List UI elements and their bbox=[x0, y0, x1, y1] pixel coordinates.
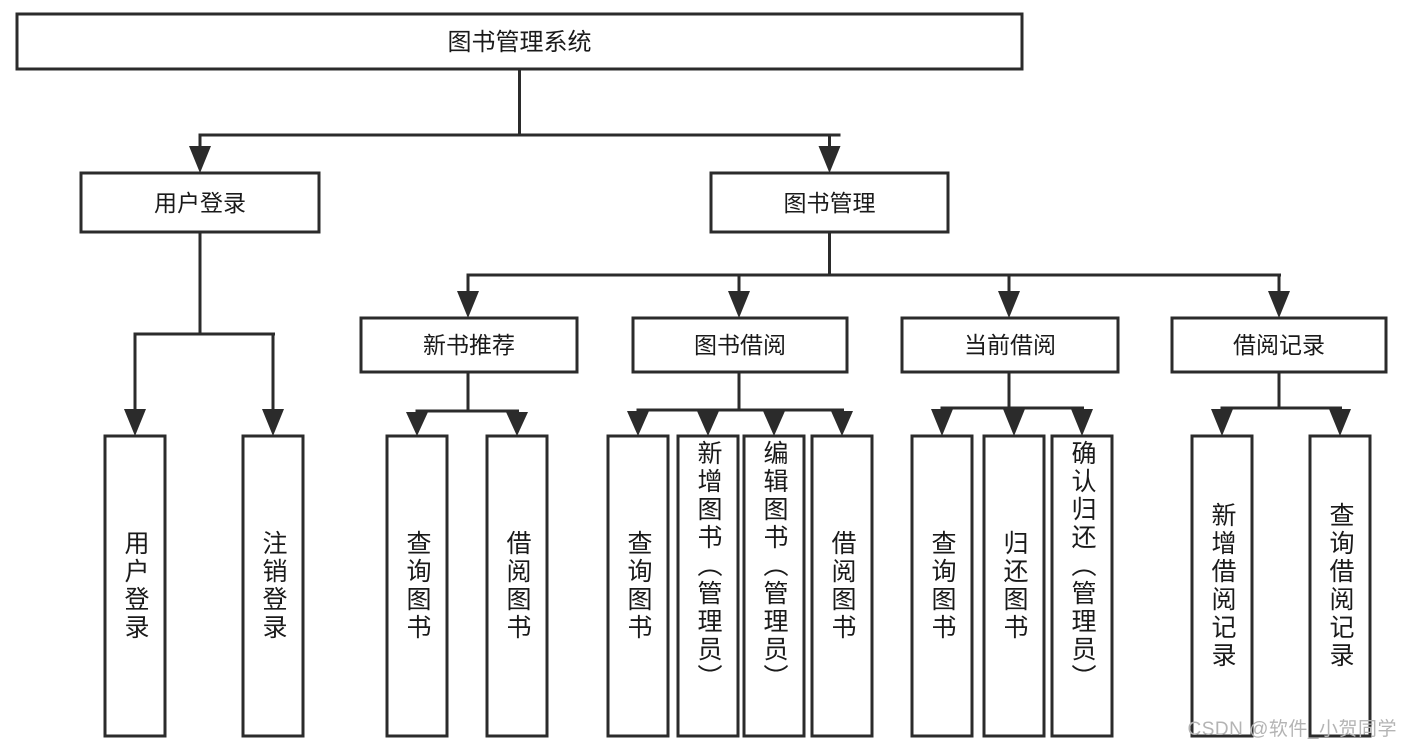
arrow-to-leaf-query-book-2 bbox=[627, 411, 649, 436]
arrow-to-leaf-user-login bbox=[124, 409, 146, 436]
arrow-to-leaf-borrow-book-2 bbox=[831, 411, 853, 436]
arrow-to-leaf-borrow-book-1 bbox=[506, 412, 528, 436]
node-user-login-box[interactable] bbox=[79, 171, 321, 234]
arrow-root-to-book-management bbox=[818, 146, 841, 173]
node-new-book-recommend-label: 新书推荐 bbox=[423, 332, 515, 358]
node-book-management[interactable]: 图书管理 bbox=[709, 171, 950, 234]
leaf-query-book-1-box[interactable] bbox=[385, 434, 449, 738]
node-user-login[interactable]: 用户登录 bbox=[79, 171, 321, 234]
leaf-add-borrow-record-box[interactable] bbox=[1190, 434, 1254, 738]
node-new-book-recommend[interactable]: 新书推荐 bbox=[359, 316, 579, 374]
node-root[interactable]: 图书管理系统 bbox=[15, 12, 1024, 71]
leaf-borrow-book-1-box[interactable] bbox=[485, 434, 549, 738]
connectors-root-to-level2 bbox=[189, 67, 841, 173]
connectors-borrow-record-to-leaves bbox=[1211, 370, 1351, 436]
node-book-management-label: 图书管理 bbox=[784, 190, 876, 216]
leaf-edit-book-admin-box[interactable] bbox=[742, 434, 806, 738]
arrow-to-book-borrow bbox=[728, 291, 750, 318]
arrow-to-leaf-query-book-3 bbox=[931, 409, 953, 436]
connectors-book-borrow-to-leaves bbox=[627, 370, 853, 436]
node-book-management-box[interactable] bbox=[709, 171, 950, 234]
connectors-user-login-to-leaves bbox=[124, 230, 284, 436]
arrow-to-borrow-record bbox=[1268, 291, 1290, 318]
node-current-borrow-box[interactable] bbox=[900, 316, 1120, 374]
node-current-borrow[interactable]: 当前借阅 bbox=[900, 316, 1120, 374]
node-current-borrow-label: 当前借阅 bbox=[964, 332, 1056, 358]
connectors-current-borrow-to-leaves bbox=[931, 370, 1093, 436]
leaf-borrow-book-2-box[interactable] bbox=[810, 434, 874, 738]
leaf-boxes bbox=[103, 434, 1372, 738]
arrow-to-leaf-query-borrow-record bbox=[1329, 409, 1351, 436]
arrow-to-leaf-edit-book-admin bbox=[763, 411, 785, 436]
leaf-query-book-2-box[interactable] bbox=[606, 434, 670, 738]
node-borrow-record-label: 借阅记录 bbox=[1233, 332, 1325, 358]
arrow-to-leaf-add-borrow-record bbox=[1211, 409, 1233, 436]
leaf-query-book-3-box[interactable] bbox=[910, 434, 974, 738]
node-new-book-recommend-box[interactable] bbox=[359, 316, 579, 374]
connectors-book-management-to-level3 bbox=[457, 230, 1290, 318]
leaf-return-book-box[interactable] bbox=[982, 434, 1046, 738]
node-borrow-record-box[interactable] bbox=[1170, 316, 1388, 374]
arrow-to-current-borrow bbox=[998, 291, 1020, 318]
leaf-user-logout-box[interactable] bbox=[241, 434, 305, 738]
node-book-borrow-label: 图书借阅 bbox=[694, 332, 786, 358]
node-root-label: 图书管理系统 bbox=[448, 29, 592, 56]
arrow-to-leaf-user-logout bbox=[262, 409, 284, 436]
node-root-box[interactable] bbox=[15, 12, 1024, 71]
node-borrow-record[interactable]: 借阅记录 bbox=[1170, 316, 1388, 374]
arrow-to-leaf-return-book bbox=[1003, 409, 1025, 436]
node-user-login-label: 用户登录 bbox=[154, 190, 246, 216]
node-book-borrow[interactable]: 图书借阅 bbox=[631, 316, 849, 374]
arrow-root-to-user-login bbox=[189, 146, 211, 173]
arrow-to-leaf-add-book-admin bbox=[697, 411, 719, 436]
leaf-user-login-box[interactable] bbox=[103, 434, 167, 738]
node-book-borrow-box[interactable] bbox=[631, 316, 849, 374]
connectors-new-book-recommend-to-leaves bbox=[406, 370, 528, 436]
leaf-add-book-admin-box[interactable] bbox=[676, 434, 740, 738]
arrow-to-new-book-recommend bbox=[457, 291, 479, 318]
arrow-to-leaf-confirm-return-admin bbox=[1071, 409, 1093, 436]
leaf-query-borrow-record-box[interactable] bbox=[1308, 434, 1372, 738]
leaf-confirm-return-admin-box[interactable] bbox=[1050, 434, 1114, 738]
csdn-watermark: CSDN @软件_小贺同学 bbox=[1187, 719, 1397, 740]
arrow-to-leaf-query-book-1 bbox=[406, 412, 428, 436]
